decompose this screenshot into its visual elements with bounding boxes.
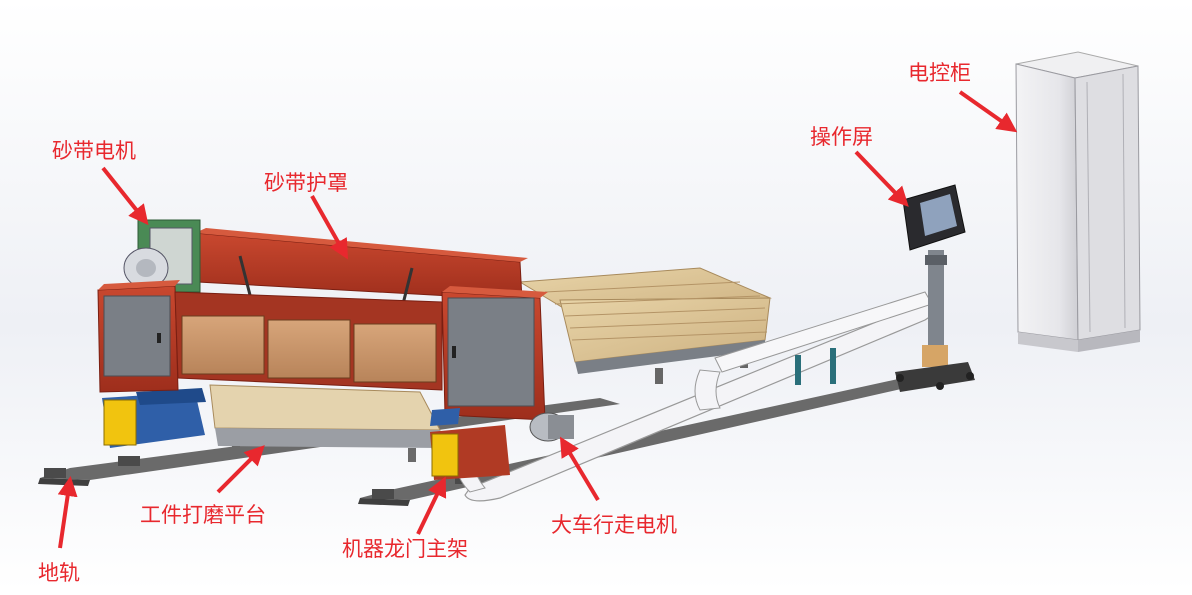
panel-handle xyxy=(452,346,456,358)
screen-base-frame xyxy=(895,362,975,392)
label-ground-rail: 地轨 xyxy=(38,561,80,585)
arrow-icon xyxy=(57,476,78,549)
label-operation-screen: 操作屏 xyxy=(810,125,873,149)
label-sanding-motor: 砂带电机 xyxy=(52,139,136,163)
arrow-icon xyxy=(854,150,909,207)
right-ground-rail-side xyxy=(358,498,410,506)
cabinet-seam xyxy=(1086,81,1091,333)
arrow-icon xyxy=(101,166,149,226)
operation-screen-stand xyxy=(895,184,975,392)
platform-leg xyxy=(232,446,240,458)
rail-foot xyxy=(118,456,140,466)
left-frame-top xyxy=(98,280,180,290)
chain-support xyxy=(830,348,836,384)
screen-base-box xyxy=(922,345,948,367)
label-control-cabinet: 电控柜 xyxy=(908,61,971,85)
right-base-bracket xyxy=(430,408,460,426)
label-sanding-guard: 砂带护罩 xyxy=(264,171,348,195)
gantry-main-frame xyxy=(97,219,574,480)
callout-labels: 砂带电机 砂带护罩 电控柜 操作屏 工件打磨平台 机器龙门主架 大车行走电机 地… xyxy=(38,61,971,585)
platform-leg xyxy=(408,448,416,462)
cabinet-base xyxy=(1018,332,1078,352)
arrow-icon xyxy=(958,90,1018,133)
screen-pole xyxy=(928,250,944,355)
callout-arrows xyxy=(57,90,1018,549)
cabinet-side xyxy=(1074,65,1141,341)
arrow-icon xyxy=(216,445,265,494)
platform-frame xyxy=(575,340,765,374)
inspection-window xyxy=(353,323,437,383)
label-travel-motor: 大车行走电机 xyxy=(551,513,677,537)
electric-control-cabinet xyxy=(1015,51,1141,352)
rail-foot xyxy=(44,468,66,478)
lower-platform-surface xyxy=(209,384,441,431)
gas-spring xyxy=(238,255,252,296)
arrow-icon xyxy=(310,195,348,260)
rail-foot xyxy=(372,489,394,499)
workpiece-platform xyxy=(209,267,772,462)
arrow-icon xyxy=(559,436,600,502)
cabinet-icon xyxy=(1015,63,1079,341)
lower-platform-frame xyxy=(215,428,442,448)
drag-chain-loop xyxy=(694,369,721,411)
arrow-icon xyxy=(416,476,447,535)
label-workpiece-platform: 工件打磨平台 xyxy=(140,503,266,527)
platform-leg xyxy=(655,368,663,384)
right-access-panel xyxy=(447,297,535,407)
left-base-cover xyxy=(103,399,137,446)
cabinet-base-side xyxy=(1078,330,1140,352)
caster-wheel xyxy=(896,374,904,382)
inspection-window xyxy=(181,315,265,375)
screen-bracket xyxy=(925,255,947,265)
inspection-window xyxy=(267,319,351,379)
caster-wheel xyxy=(966,372,974,380)
right-frame-top xyxy=(442,286,548,298)
caster-wheel xyxy=(936,382,944,390)
label-gantry-frame: 机器龙门主架 xyxy=(342,537,468,561)
screen-icon xyxy=(920,194,957,236)
cable-drag-chain xyxy=(455,291,942,502)
left-base-top xyxy=(136,388,206,405)
motor-shaft xyxy=(136,259,156,277)
chain-support xyxy=(795,355,801,385)
sanding-guard-top xyxy=(195,228,528,262)
cabinet-seam xyxy=(1122,73,1126,329)
panel-handle xyxy=(157,333,161,343)
platform-slats xyxy=(544,281,768,341)
right-base-cover xyxy=(431,433,459,477)
travel-motor-body xyxy=(548,415,574,439)
